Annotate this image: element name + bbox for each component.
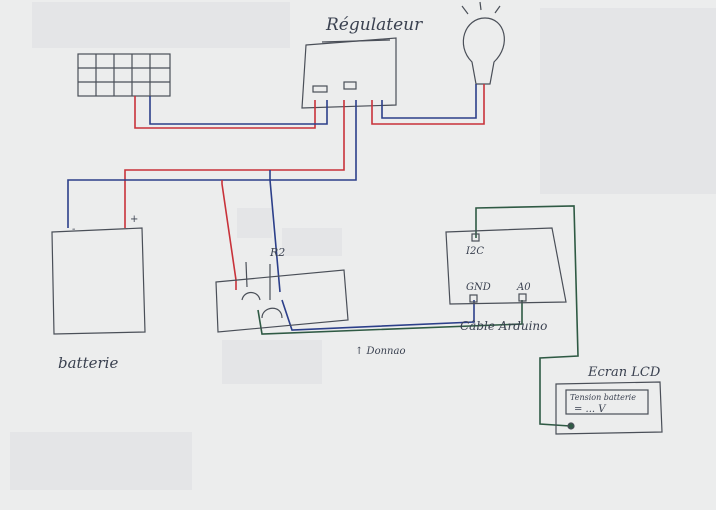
redacted-area <box>237 208 272 238</box>
redacted-area <box>282 228 342 256</box>
voltage-divider-board <box>215 261 349 333</box>
lcd-line-1: Tension batterie <box>570 393 636 402</box>
redacted-area <box>10 432 192 490</box>
lcd-screen <box>555 381 663 435</box>
arduino-cable-label: Câble Arduino <box>460 319 547 333</box>
redacted-area <box>540 8 716 194</box>
arduino-board <box>445 227 567 305</box>
data-note: ↑ Donnao <box>355 346 405 357</box>
gnd-label: GND <box>466 282 491 293</box>
battery-label: batterie <box>58 354 118 372</box>
regulator-label: Régulateur <box>325 15 423 35</box>
lamp-icon <box>461 1 505 85</box>
a0-label: A0 <box>516 282 531 293</box>
redacted-area <box>222 340 322 384</box>
i2c-label: I2C <box>465 246 484 257</box>
battery-minus-label: - <box>72 224 76 235</box>
regulator <box>301 37 397 109</box>
lcd-label: Ecran LCD <box>587 365 661 380</box>
battery-plus-label: + <box>130 214 138 225</box>
battery <box>51 227 146 335</box>
redacted-area <box>32 2 290 48</box>
wires <box>67 84 579 427</box>
solar-panel <box>77 53 171 97</box>
lcd-line-2: = ... V <box>574 404 607 415</box>
resistor-label: R2 <box>269 246 285 259</box>
